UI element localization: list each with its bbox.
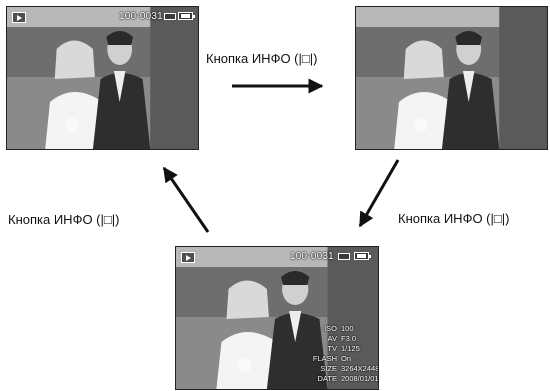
wedding-photo bbox=[176, 247, 378, 389]
info-value: F3.0 bbox=[341, 334, 357, 343]
wedding-photo bbox=[356, 7, 547, 149]
battery-icon bbox=[354, 252, 371, 260]
info-label: FLASH bbox=[312, 354, 337, 363]
lcd-screen-full-info: 100-0031 bbox=[6, 6, 199, 150]
info-row-iso: ISO 100 bbox=[303, 324, 378, 334]
info-label: SIZE bbox=[320, 364, 337, 373]
shooting-info-panel: ISO 100 AV F3.0 TV 1/125 FLASH On SIZE 3… bbox=[303, 324, 379, 384]
info-button-caption: Кнопка ИНФО (|□|) bbox=[206, 51, 318, 66]
info-value: 3264X2448 bbox=[341, 364, 379, 373]
info-row-size: SIZE 3264X2448 bbox=[303, 364, 379, 374]
lcd-screen-no-info bbox=[355, 6, 548, 150]
image-size-icon bbox=[338, 253, 350, 260]
info-button-caption: Кнопка ИНФО (|□|) bbox=[8, 212, 120, 227]
info-button-caption: Кнопка ИНФО (|□|) bbox=[398, 211, 510, 226]
arrow-up-left bbox=[162, 166, 210, 233]
play-mode-icon bbox=[181, 252, 195, 263]
info-value: 2008/01/01 bbox=[341, 374, 379, 383]
info-value: 100 bbox=[341, 324, 354, 333]
info-row-av: AV F3.0 bbox=[303, 334, 378, 344]
lcd-screen-detailed-info: 100-0031 ISO 100 AV F3.0 TV 1/125 FLASH … bbox=[175, 246, 379, 390]
info-label: DATE bbox=[317, 374, 337, 383]
battery-icon bbox=[178, 12, 195, 20]
image-size-icon bbox=[164, 13, 176, 20]
arrow-down-left bbox=[358, 159, 400, 228]
info-row-tv: TV 1/125 bbox=[303, 344, 378, 354]
info-value: 1/125 bbox=[341, 344, 360, 353]
file-number: 100-0031 bbox=[119, 11, 163, 22]
info-label: TV bbox=[327, 344, 337, 353]
info-label: ISO bbox=[324, 324, 337, 333]
file-number: 100-0031 bbox=[290, 251, 334, 262]
info-row-flash: FLASH On bbox=[303, 354, 378, 364]
info-value: On bbox=[341, 354, 352, 363]
info-row-date: DATE 2008/01/01 bbox=[303, 374, 379, 384]
play-mode-icon bbox=[12, 12, 26, 23]
wedding-photo bbox=[7, 7, 198, 149]
info-label: AV bbox=[327, 334, 337, 343]
